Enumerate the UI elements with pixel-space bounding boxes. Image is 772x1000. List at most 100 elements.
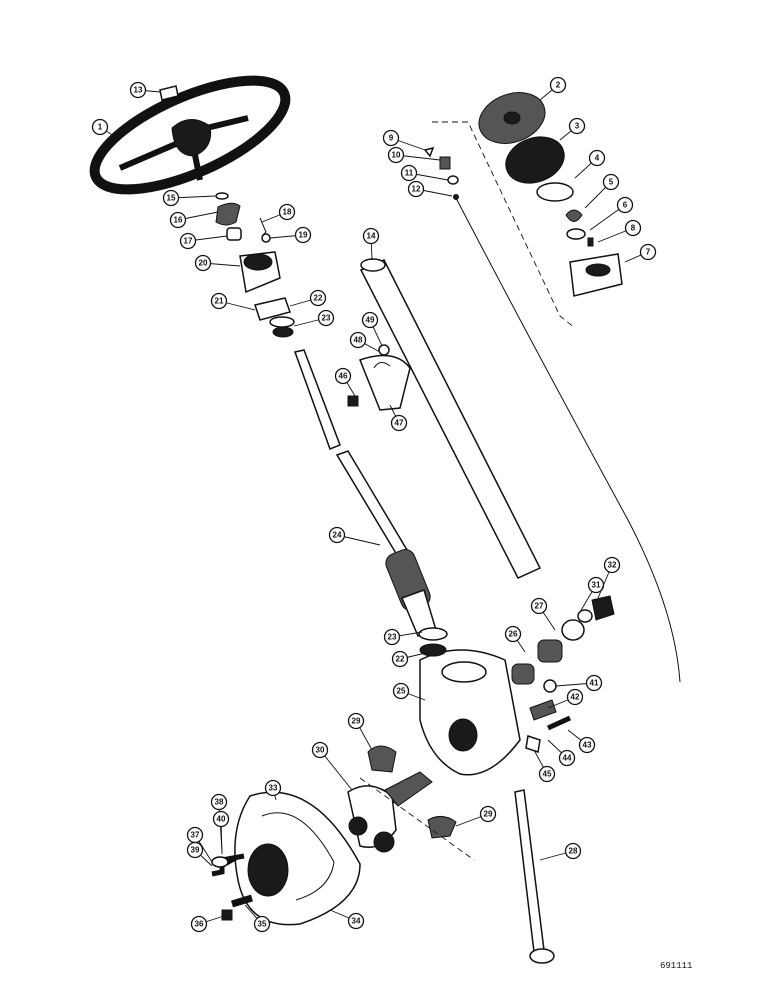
gear-housing xyxy=(418,595,615,776)
callout-circle xyxy=(382,129,400,147)
callout-number: 25 xyxy=(397,687,406,696)
callout-9: 9 xyxy=(382,129,426,151)
callout-number: 5 xyxy=(609,178,614,187)
sector-shaft xyxy=(347,745,475,861)
callout-5: 5 xyxy=(584,173,620,209)
callout-24: 24 xyxy=(328,526,381,546)
column-jacket-tube xyxy=(359,258,542,579)
callout-number: 2 xyxy=(556,81,561,90)
callout-number: 12 xyxy=(412,185,421,194)
callout-circle xyxy=(538,765,556,783)
callout-number: 34 xyxy=(352,917,361,926)
callout-circle xyxy=(603,556,621,574)
callout-circle xyxy=(390,414,408,432)
callout-number: 22 xyxy=(314,294,323,303)
callout-circle xyxy=(186,841,204,859)
callout-6: 6 xyxy=(589,196,634,231)
callout-circle xyxy=(194,254,212,272)
callout-circle xyxy=(179,232,197,250)
callout-circle xyxy=(549,76,567,94)
callout-circle xyxy=(564,842,582,860)
callout-circle xyxy=(212,810,230,828)
callout-42: 42 xyxy=(547,688,584,709)
callout-18: 18 xyxy=(261,203,296,223)
callout-19: 19 xyxy=(269,226,312,244)
callout-11: 11 xyxy=(400,164,449,182)
callout-1: 1 xyxy=(91,118,121,141)
callout-43: 43 xyxy=(567,729,596,754)
callout-number: 22 xyxy=(396,655,405,664)
callout-circle xyxy=(566,688,584,706)
callout-circle xyxy=(624,219,642,237)
callout-29: 29 xyxy=(455,805,497,827)
callout-number: 35 xyxy=(258,920,267,929)
callout-circle xyxy=(294,226,312,244)
callout-32: 32 xyxy=(597,556,621,599)
callout-4: 4 xyxy=(574,149,606,179)
callout-41: 41 xyxy=(555,674,603,692)
callout-8: 8 xyxy=(597,219,642,243)
callout-number: 6 xyxy=(623,201,628,210)
callout-circle xyxy=(568,117,586,135)
callout-circle xyxy=(383,628,401,646)
callout-circle xyxy=(392,682,410,700)
callout-13: 13 xyxy=(129,81,161,99)
column-clamp xyxy=(347,344,411,411)
callout-number: 21 xyxy=(215,297,224,306)
callout-number: 23 xyxy=(322,314,331,323)
callout-17: 17 xyxy=(179,232,228,250)
callout-7: 7 xyxy=(624,243,657,263)
callout-number: 29 xyxy=(484,810,493,819)
callout-48: 48 xyxy=(349,331,381,353)
callout-21: 21 xyxy=(210,292,256,311)
callout-circle xyxy=(616,196,634,214)
callout-34: 34 xyxy=(329,909,365,930)
callout-circle xyxy=(639,243,657,261)
callout-46: 46 xyxy=(334,367,356,397)
callout-3: 3 xyxy=(559,117,586,141)
callout-circle xyxy=(578,736,596,754)
callout-28: 28 xyxy=(539,842,582,861)
horn-assembly xyxy=(423,92,681,683)
callout-number: 43 xyxy=(583,741,592,750)
callout-number: 8 xyxy=(631,224,636,233)
callout-14: 14 xyxy=(362,227,380,261)
callout-number: 27 xyxy=(535,602,544,611)
callout-circle xyxy=(361,311,379,329)
callout-circle xyxy=(253,915,271,933)
callout-circle xyxy=(504,625,522,643)
callout-number: 4 xyxy=(595,154,600,163)
callout-39: 39 xyxy=(186,841,213,867)
callout-number: 31 xyxy=(592,581,601,590)
callout-number: 44 xyxy=(563,754,572,763)
pitman-shaft xyxy=(514,789,555,964)
callout-26: 26 xyxy=(504,625,526,653)
callout-23: 23 xyxy=(293,309,335,327)
callout-number: 46 xyxy=(339,372,348,381)
callout-number: 40 xyxy=(217,815,226,824)
callout-47: 47 xyxy=(389,404,408,432)
callout-number: 30 xyxy=(316,746,325,755)
callout-35: 35 xyxy=(244,904,271,933)
callout-number: 10 xyxy=(392,151,401,160)
callout-number: 20 xyxy=(199,259,208,268)
callout-15: 15 xyxy=(162,189,216,207)
callout-10: 10 xyxy=(387,146,441,164)
upper-column-parts xyxy=(215,192,295,338)
callout-number: 11 xyxy=(405,169,414,178)
callout-number: 16 xyxy=(174,216,183,225)
callout-circle xyxy=(349,331,367,349)
callout-16: 16 xyxy=(169,211,219,229)
figure-code: 691111 xyxy=(660,961,693,971)
callout-circle xyxy=(210,292,228,310)
leader-line xyxy=(319,749,353,791)
callout-circle xyxy=(169,211,187,229)
steering-wheel xyxy=(89,75,291,195)
callout-number: 28 xyxy=(569,847,578,856)
callout-22: 22 xyxy=(289,289,327,307)
callout-number: 15 xyxy=(167,194,176,203)
callout-circle xyxy=(400,164,418,182)
callout-circle xyxy=(210,793,228,811)
callout-circle xyxy=(91,118,109,136)
